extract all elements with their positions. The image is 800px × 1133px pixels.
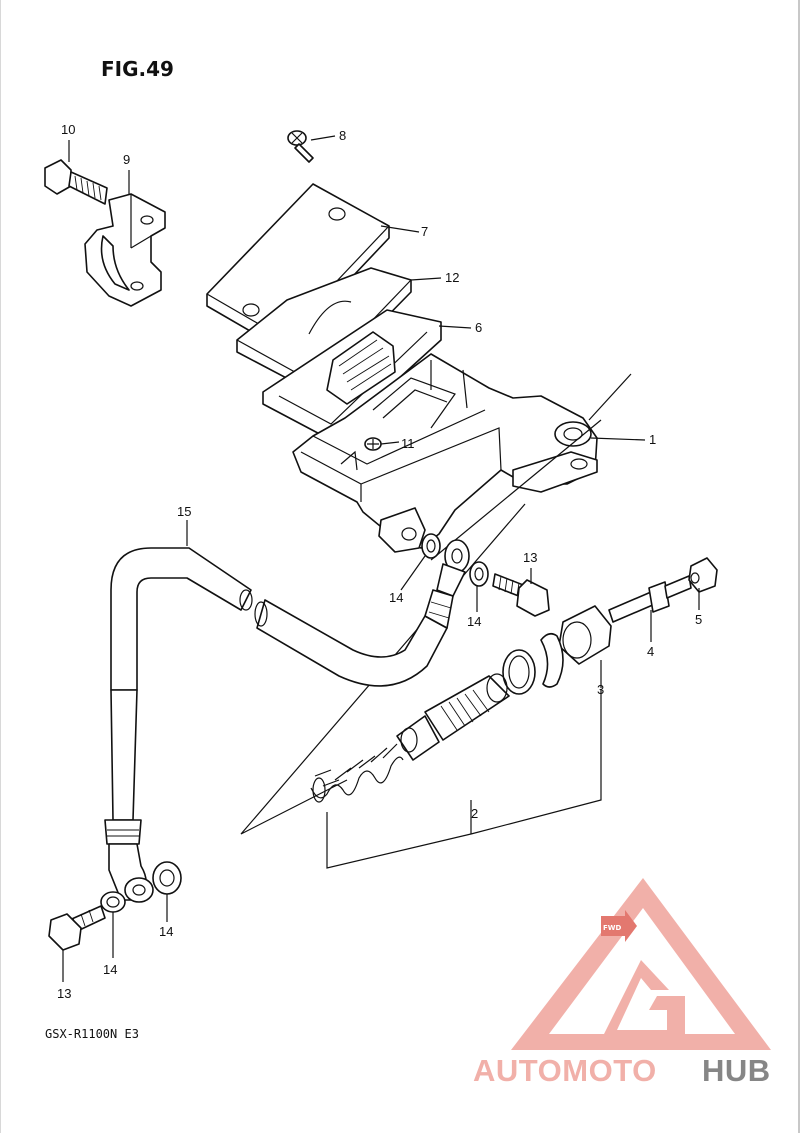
hose-15	[104, 547, 454, 901]
banjo-upper	[436, 539, 470, 597]
callout-2: 2	[471, 806, 478, 821]
callout-7: 7	[421, 224, 428, 239]
callout-15: 15	[177, 504, 191, 519]
figure-title: FIG.49	[101, 57, 174, 81]
circlip-11	[364, 437, 382, 451]
callout-14-d: 14	[103, 962, 117, 977]
bolt-10	[44, 159, 108, 205]
callout-12: 12	[445, 270, 459, 285]
washers-14	[100, 533, 489, 913]
callout-4: 4	[647, 644, 654, 659]
watermark-logo: FWD AUTOMOTO HUB	[473, 878, 771, 1088]
push-rod-4	[608, 575, 692, 623]
rod-end-5	[688, 557, 718, 593]
callout-13-upper: 13	[523, 550, 537, 565]
banjo-bolt-13-lower	[48, 905, 106, 951]
callout-8: 8	[339, 128, 346, 143]
callout-1: 1	[649, 432, 656, 447]
callout-leaders	[62, 135, 700, 982]
callout-13-lower: 13	[57, 986, 71, 1001]
callout-9: 9	[123, 152, 130, 167]
watermark-brand-part1: AUTOMOTO	[473, 1053, 657, 1088]
fwd-label: FWD	[603, 924, 622, 932]
callout-14-b: 14	[467, 614, 481, 629]
callout-14-a: 14	[389, 590, 403, 605]
boot-3	[540, 605, 612, 688]
model-code: GSX-R1100N E3	[45, 1027, 139, 1041]
callout-5: 5	[695, 612, 702, 627]
callout-6: 6	[475, 320, 482, 335]
banjo-bolt-13-upper	[492, 573, 550, 617]
screw-8	[287, 130, 314, 163]
diaphragm-6	[262, 309, 442, 441]
piston-2	[396, 673, 510, 761]
callout-14-c: 14	[159, 924, 173, 939]
watermark-g-mark	[601, 960, 685, 1040]
watermark-triangle	[511, 878, 771, 1050]
spring-2	[310, 743, 404, 803]
banjo-lower	[124, 877, 154, 903]
callout-11: 11	[401, 436, 415, 451]
callout-3: 3	[597, 682, 604, 697]
callout-10: 10	[61, 122, 75, 137]
seal-rings-2	[502, 649, 536, 695]
callout-brackets	[326, 690, 602, 869]
watermark-brand-part2: HUB	[702, 1053, 771, 1088]
clamp-9	[84, 193, 166, 307]
master-cylinder-body-1	[292, 353, 598, 553]
fwd-badge: FWD	[601, 910, 637, 942]
